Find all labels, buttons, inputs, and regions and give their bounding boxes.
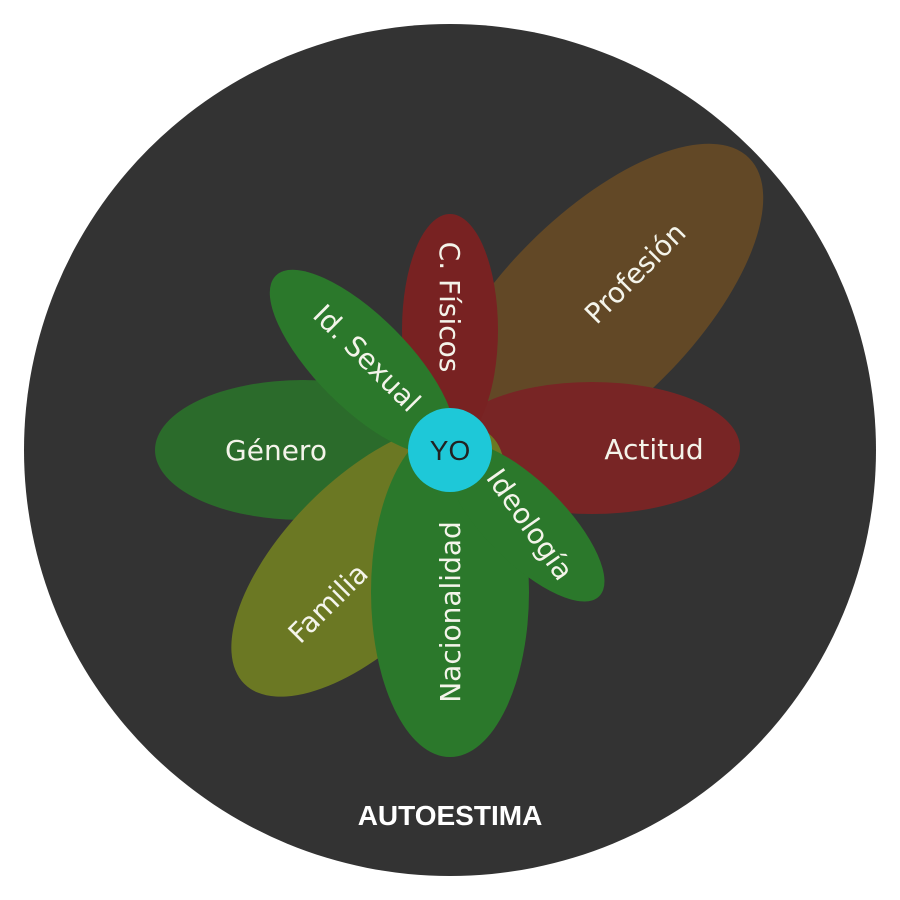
label-actitud: Actitud	[604, 433, 703, 466]
label-c-fisicos: C. Físicos	[433, 242, 466, 373]
label-nacionalidad: Nacionalidad	[434, 521, 467, 703]
center-circle	[408, 408, 492, 492]
center-label: YO	[430, 435, 470, 466]
diagram-title: AUTOESTIMA	[358, 800, 543, 831]
label-genero: Género	[225, 434, 327, 467]
petal-ideologia	[445, 442, 605, 602]
petal-id-sexual	[269, 269, 455, 455]
